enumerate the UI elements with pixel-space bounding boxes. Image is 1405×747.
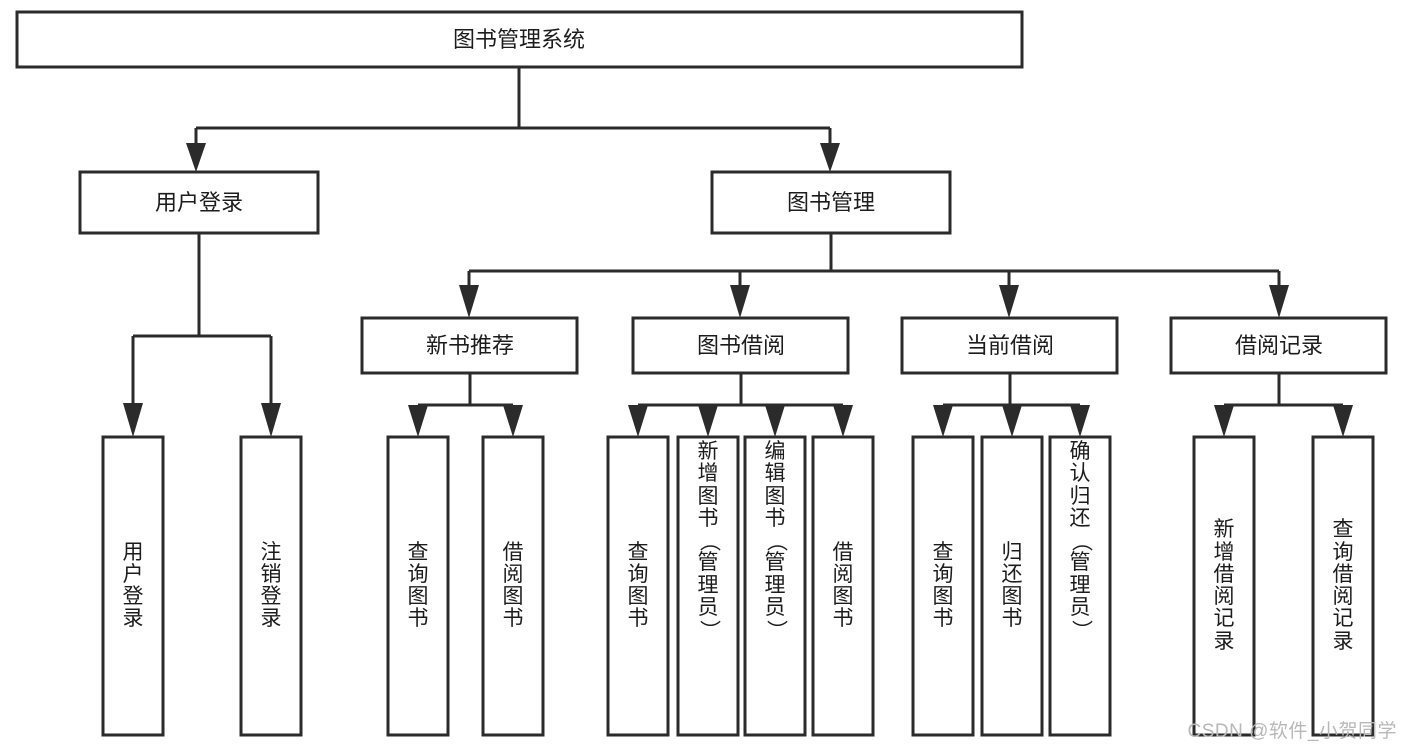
leaf-box-new-book-1[interactable]: [481, 435, 545, 737]
leaf-box-borrow-record-0[interactable]: [1192, 435, 1256, 737]
node-new-book-label: 新书推荐: [426, 333, 514, 358]
arrow-book-borrow-leaf-1: [698, 405, 718, 437]
leaf-box-current-borrow-0[interactable]: [911, 435, 975, 737]
arrow-current-borrow-leaf-2: [1070, 405, 1090, 437]
node-current-borrow-box[interactable]: [900, 316, 1119, 375]
leaf-box-new-book-0[interactable]: [386, 435, 450, 737]
node-book-mgmt-label: 图书管理: [787, 190, 875, 215]
node-new-book-box[interactable]: [360, 316, 579, 375]
node-borrow-record-label: 借阅记录: [1235, 333, 1323, 358]
arrow-new-book-leaf-0: [408, 405, 428, 437]
node-borrow-record-box[interactable]: [1169, 316, 1388, 375]
node-current-borrow-label: 当前借阅: [966, 333, 1054, 358]
leaf-box-user-login-1[interactable]: [239, 435, 303, 737]
arrow-book-mgmt-to-record: [1269, 285, 1289, 318]
arrow-borrow-record-leaf-0: [1214, 405, 1234, 437]
arrow-book-mgmt-to-current: [999, 285, 1019, 318]
node-book-mgmt-box[interactable]: [710, 170, 952, 235]
node-user-login-label: 用户登录: [155, 190, 243, 215]
arrow-root-to-user-login: [186, 143, 206, 172]
watermark-text: CSDN @软件_小贺同学: [1187, 721, 1397, 742]
leaf-box-current-borrow-1[interactable]: [980, 435, 1044, 737]
arrow-book-mgmt-to-borrow: [730, 285, 750, 318]
leaf-box-book-borrow-0[interactable]: [606, 435, 670, 737]
arrow-user-login-leaf-0: [123, 403, 143, 437]
arrow-borrow-record-leaf-1: [1333, 405, 1353, 437]
leaf-box-user-login-0[interactable]: [101, 435, 165, 737]
arrow-book-mgmt-to-new-book: [459, 285, 479, 318]
leaf-box-book-borrow-3[interactable]: [811, 435, 875, 737]
arrow-new-book-leaf-1: [503, 405, 523, 437]
arrow-root-to-book-mgmt: [820, 143, 840, 172]
leaf-box-current-borrow-2[interactable]: [1048, 435, 1112, 737]
leaf-box-book-borrow-1[interactable]: [676, 435, 740, 737]
arrow-book-borrow-leaf-2: [765, 405, 785, 437]
arrow-current-borrow-leaf-1: [1002, 405, 1022, 437]
arrow-book-borrow-leaf-0: [628, 405, 648, 437]
node-root-box[interactable]: [15, 10, 1024, 69]
arrow-user-login-leaf-1: [261, 403, 281, 437]
leaf-box-borrow-record-1[interactable]: [1311, 435, 1375, 737]
node-book-borrow-label: 图书借阅: [697, 333, 785, 358]
leaf-box-book-borrow-2[interactable]: [743, 435, 807, 737]
arrow-book-borrow-leaf-3: [833, 405, 853, 437]
node-book-borrow-box[interactable]: [631, 316, 850, 375]
arrow-current-borrow-leaf-0: [933, 405, 953, 437]
node-root-label: 图书管理系统: [453, 27, 585, 52]
